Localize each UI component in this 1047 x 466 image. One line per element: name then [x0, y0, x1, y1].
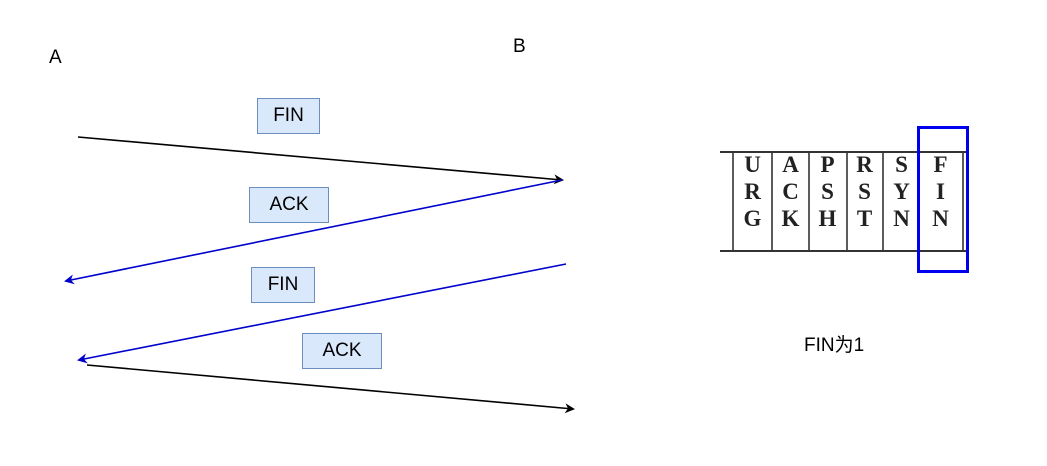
fin-caption: FIN为1 — [804, 335, 865, 356]
arrow-ack-a-to-b — [86, 364, 575, 414]
host-a-label: A — [49, 47, 62, 68]
message-label-fin-2: FIN — [251, 267, 315, 303]
arrow-fin-a-to-b — [77, 136, 564, 185]
message-label-ack-2: ACK — [302, 333, 382, 369]
fin-highlight-box — [917, 126, 969, 273]
host-b-label: B — [513, 36, 526, 57]
tcp-flags-grid — [720, 151, 966, 252]
message-label-ack-1: ACK — [249, 187, 329, 223]
arrow-ack-b-to-a — [64, 179, 563, 285]
arrow-fin-b-to-a — [77, 263, 567, 364]
message-label-fin-1: FIN — [257, 98, 320, 134]
